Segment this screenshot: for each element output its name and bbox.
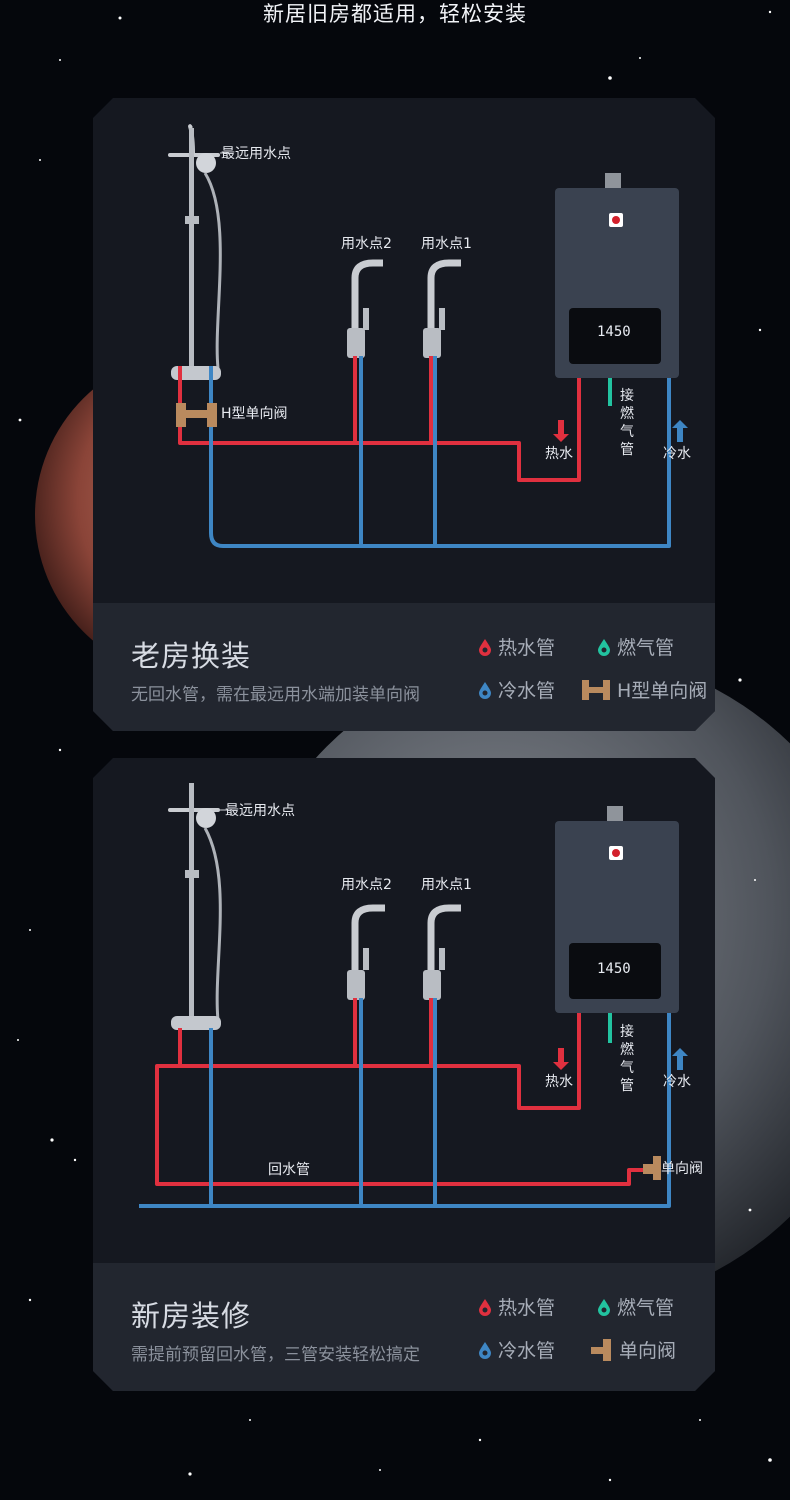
old-house-footer: 老房换装 无回水管，需在最远用水端加装单向阀 热水管 燃气管 冷水管 H型单向阀 [93, 603, 715, 731]
hot-water-label: 热水 [545, 1074, 573, 1090]
gas-label-4: 管 [620, 1078, 634, 1094]
point2-label: 用水点2 [341, 877, 392, 893]
faucet-point2 [347, 263, 383, 358]
legend-hot-pipe: 热水管 [478, 633, 555, 660]
far-point-label: 最远用水点 [221, 146, 291, 162]
legend-h-valve: H型单向阀 [581, 676, 707, 703]
gas-label-1: 接 [620, 387, 634, 404]
point2-label: 用水点2 [341, 236, 392, 252]
legend-gas-pipe: 燃气管 [597, 1293, 674, 1320]
check-valve [643, 1156, 661, 1180]
hot-pipe [180, 1013, 579, 1108]
cold-pipe [211, 366, 669, 546]
legend-gas-pipe: 燃气管 [597, 633, 674, 660]
new-house-footer: 新房装修 需提前预留回水管，三管安装轻松搞定 热水管 燃气管 冷水管 单向阀 [93, 1263, 715, 1391]
cold-water-label: 冷水 [663, 446, 691, 462]
gas-label-3: 气 [620, 424, 634, 440]
legend-cold-pipe: 冷水管 [478, 1336, 555, 1363]
gas-drop-icon [597, 638, 611, 656]
point1-label: 用水点1 [421, 877, 472, 893]
water-heater: 1450 [555, 806, 679, 1013]
new-house-diagram: 最远用水点 用水点2 用水点1 1450 [93, 758, 715, 1263]
headline: 新居旧房都适用，轻松安装 [263, 2, 527, 26]
heater-display: 1450 [597, 324, 631, 340]
hot-down-arrow [553, 1048, 569, 1070]
h-valve [176, 403, 217, 427]
gas-label-2: 燃 [620, 405, 634, 422]
heater-display: 1450 [597, 961, 631, 977]
return-pipe-label: 回水管 [268, 1162, 310, 1178]
shower-far-point [168, 783, 221, 1030]
hot-down-arrow [553, 420, 569, 442]
far-point-label: 最远用水点 [225, 803, 295, 819]
cold-water-label: 冷水 [663, 1074, 691, 1090]
hot-drop-icon [478, 638, 492, 656]
old-house-panel: 最远用水点 用水点2 用水点1 1450 [93, 98, 715, 731]
shower-far-point [168, 126, 221, 380]
check-valve-label: 单向阀 [661, 1161, 703, 1177]
hot-pipe [180, 366, 579, 480]
legend-hot-pipe: 热水管 [478, 1293, 555, 1320]
faucet-point1 [423, 908, 461, 1000]
check-valve-icon [591, 1339, 613, 1361]
faucet-point1 [423, 263, 461, 358]
point1-label: 用水点1 [421, 236, 472, 252]
footer-title: 老房换装 [131, 639, 252, 673]
gas-label-3: 气 [620, 1060, 634, 1076]
new-house-panel: 最远用水点 用水点2 用水点1 1450 [93, 758, 715, 1391]
legend-cold-pipe: 冷水管 [478, 676, 555, 703]
water-heater: 1450 [555, 173, 679, 378]
gas-label-1: 接 [620, 1023, 634, 1040]
gas-label-4: 管 [620, 442, 634, 458]
h-valve-label: H型单向阀 [221, 406, 288, 422]
faucet-point2 [347, 908, 385, 1000]
hot-water-label: 热水 [545, 446, 573, 462]
cold-drop-icon [478, 681, 492, 699]
footer-title: 新房装修 [131, 1299, 252, 1333]
hot-drop-icon [478, 1298, 492, 1316]
cold-drop-icon [478, 1341, 492, 1359]
old-house-diagram: 最远用水点 用水点2 用水点1 1450 [93, 98, 715, 603]
footer-desc: 需提前预留回水管，三管安装轻松搞定 [131, 1345, 420, 1365]
gas-drop-icon [597, 1298, 611, 1316]
h-valve-icon [581, 680, 611, 700]
cold-up-arrow [672, 1048, 688, 1070]
footer-desc: 无回水管，需在最远用水端加装单向阀 [131, 685, 420, 705]
legend-check-valve: 单向阀 [591, 1336, 676, 1363]
cold-up-arrow [672, 420, 688, 442]
stars [17, 10, 772, 1482]
cold-pipe [139, 1013, 669, 1206]
gas-label-2: 燃 [620, 1041, 634, 1058]
